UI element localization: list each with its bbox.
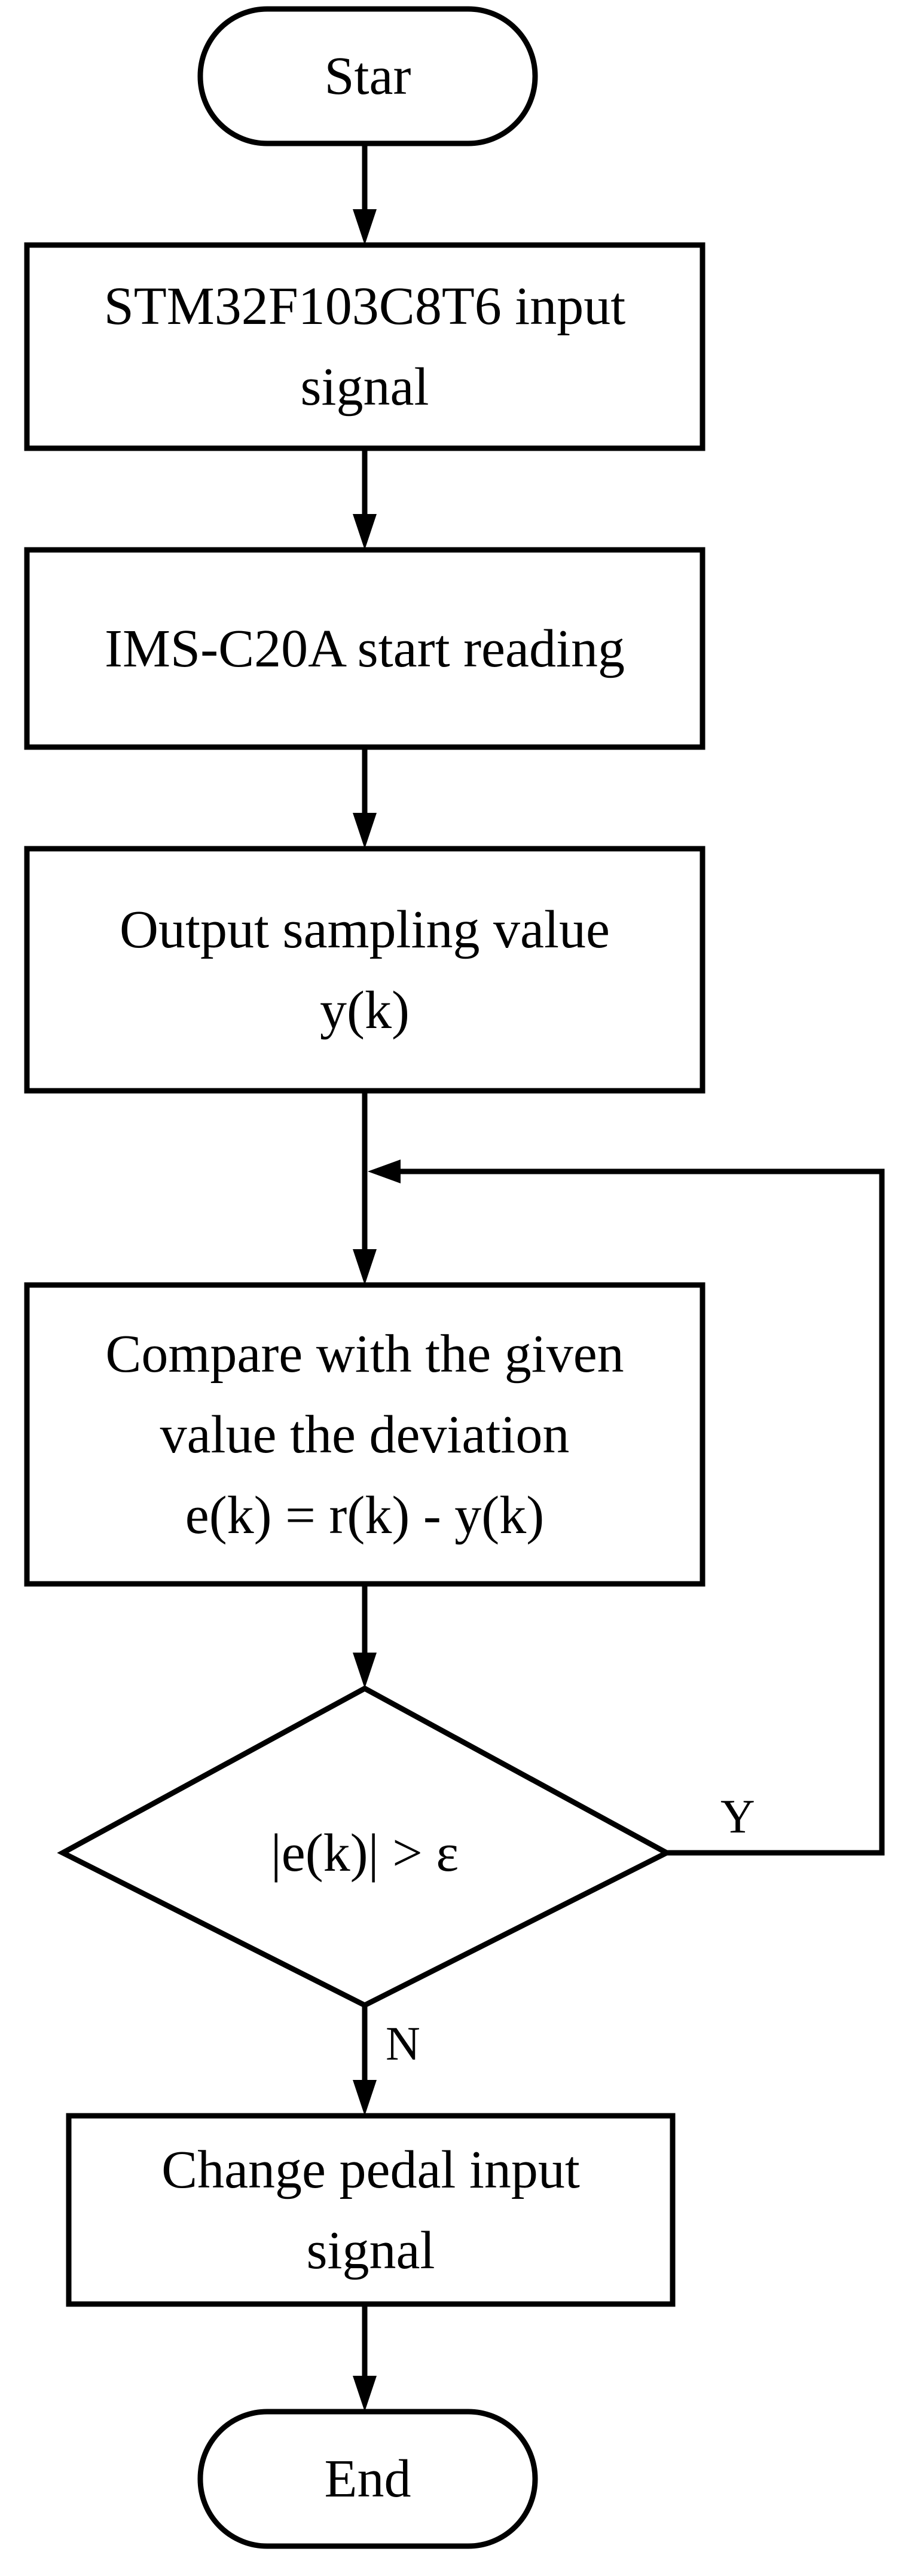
end-terminator xyxy=(197,2409,538,2549)
arrowhead-input xyxy=(353,209,377,245)
output-sampling-line-1: Output sampling value xyxy=(120,900,610,959)
no-branch-label: N xyxy=(386,2020,420,2068)
change-signal-line-1: Change pedal input xyxy=(161,2140,580,2199)
decision-text: |e(k)| > ε xyxy=(270,1823,459,1883)
input-signal-label: STM32F103C8T6 input signal xyxy=(27,245,703,448)
change-signal-line-2: signal xyxy=(306,2220,435,2280)
input-signal-line-2: signal xyxy=(300,357,429,417)
start-reading-line-1: IMS-C20A start reading xyxy=(105,619,625,678)
decision-label: |e(k)| > ε xyxy=(152,1811,577,1895)
arrowhead-compare xyxy=(353,1249,377,1285)
arrowhead-reading xyxy=(353,514,377,550)
arrowhead-yes-loop xyxy=(368,1159,401,1183)
start-terminator xyxy=(197,6,538,146)
output-sampling-label: Output sampling value y(k) xyxy=(27,849,703,1091)
arrowhead-decision xyxy=(353,1653,377,1688)
input-signal-line-1: STM32F103C8T6 input xyxy=(103,277,626,336)
end-text: End xyxy=(324,2449,411,2508)
start-reading-label: IMS-C20A start reading xyxy=(27,550,703,747)
start-text: Star xyxy=(324,47,411,106)
output-sampling-line-2: y(k) xyxy=(320,980,410,1040)
arrowhead-change xyxy=(353,2080,377,2116)
connector-yes-loop xyxy=(401,1168,885,1856)
yes-branch-text: Y xyxy=(720,1791,755,1843)
output-sampling-box xyxy=(24,846,705,1094)
compare-label: Compare with the given value the deviati… xyxy=(27,1285,703,1584)
compare-line-3: e(k) = r(k) - y(k) xyxy=(185,1485,545,1545)
input-signal-box xyxy=(24,242,705,451)
yes-branch-label: Y xyxy=(720,1793,755,1841)
compare-line-2: value the deviation xyxy=(160,1405,570,1464)
compare-line-1: Compare with the given xyxy=(105,1324,624,1384)
change-signal-label: Change pedal input signal xyxy=(69,2116,673,2304)
arrowhead-output xyxy=(353,813,377,849)
end-label: End xyxy=(200,2412,535,2546)
start-label: Star xyxy=(200,9,535,143)
arrowhead-end xyxy=(353,2376,377,2412)
change-signal-box xyxy=(66,2113,676,2307)
no-branch-text: N xyxy=(386,2018,420,2070)
